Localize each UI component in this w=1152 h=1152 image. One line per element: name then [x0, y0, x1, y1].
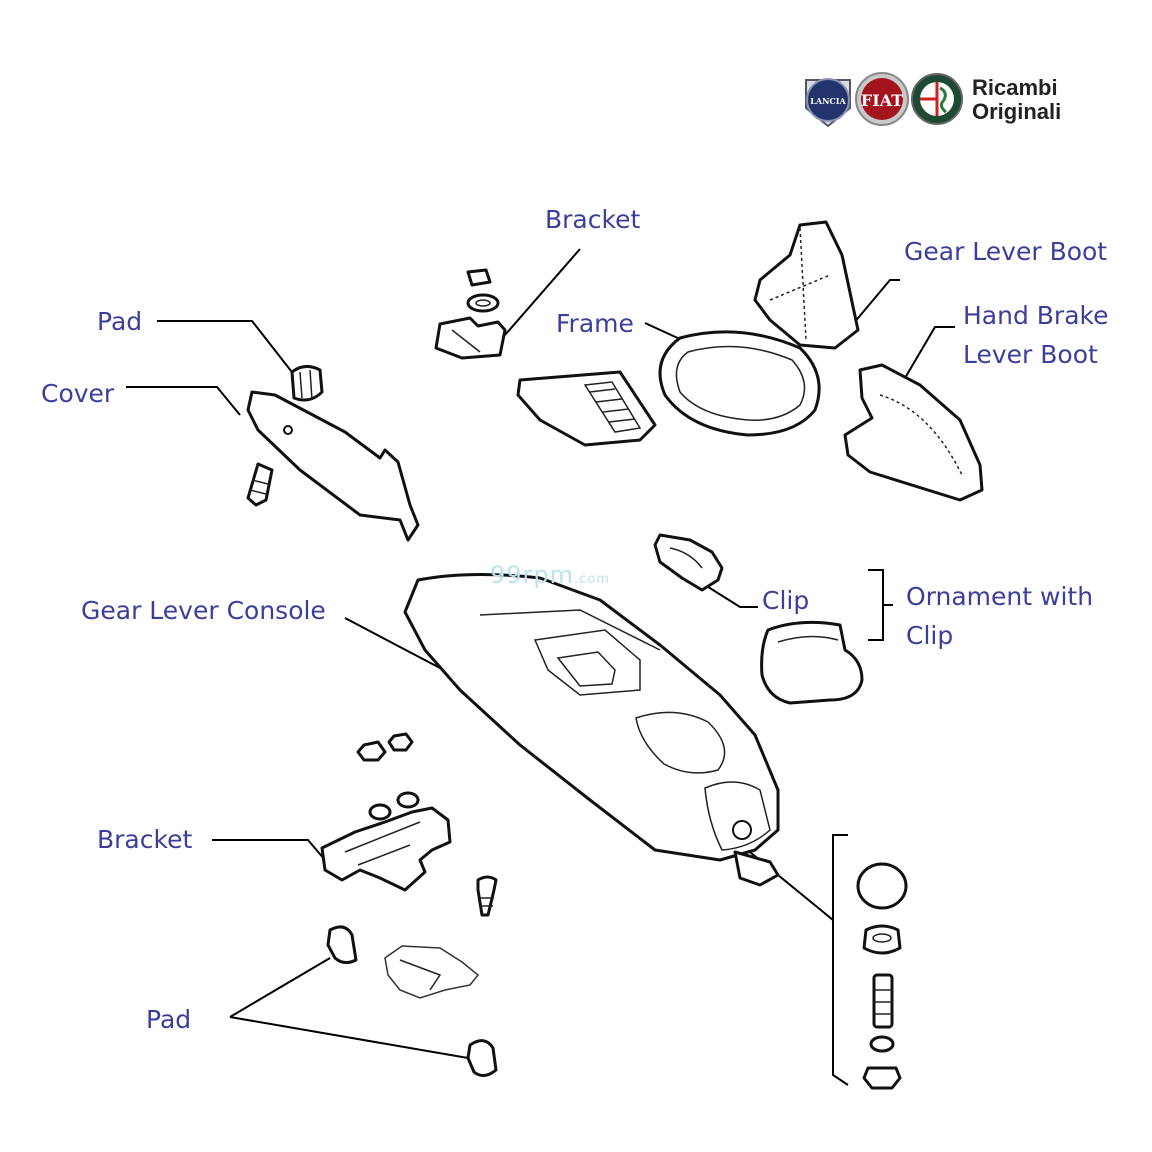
gear-lever-console-part	[403, 572, 780, 887]
leader-lines	[126, 248, 955, 1086]
label-hand-brake-line-1: Hand Brake	[963, 301, 1109, 330]
brand-title: Ricambi Originali	[972, 76, 1061, 124]
label-pad-top: Pad	[97, 307, 143, 336]
bracket-bottom-part	[320, 806, 452, 892]
pad-bottom-part-2	[466, 1039, 498, 1077]
ornament-part	[760, 620, 864, 705]
small-bracket-part	[384, 945, 480, 999]
leader-ornament	[868, 569, 884, 641]
insert-panel-part	[516, 370, 657, 447]
label-gear-lever-boot: Gear Lever Boot	[904, 237, 1108, 266]
lancia-logo: LANCIA	[805, 78, 851, 128]
clip-part	[653, 533, 724, 592]
pad-top-part	[290, 365, 324, 402]
label-pad-bottom: Pad	[146, 1005, 192, 1034]
leader-bolt-bracket	[832, 834, 849, 1086]
leader-clip	[704, 584, 758, 608]
svg-text:FIAT: FIAT	[861, 91, 903, 110]
watermark-main: 99rpm	[490, 561, 575, 589]
nuts-part	[356, 732, 420, 821]
alfa-romeo-logo	[911, 73, 963, 125]
label-hand-brake-line-2: Lever Boot	[963, 340, 1098, 369]
brand-line-2: Originali	[972, 99, 1062, 124]
gear-lever-boot-part	[753, 220, 860, 350]
leader-bracket-top	[504, 248, 581, 336]
label-bracket-top: Bracket	[545, 205, 641, 234]
label-gear-lever-console: Gear Lever Console	[81, 596, 326, 625]
label-ornament-line-2: Clip	[906, 621, 954, 650]
leader-pad-top	[157, 320, 296, 377]
leader-pad-bottom-2	[229, 1016, 469, 1059]
bracket-top-part	[434, 268, 507, 360]
brand-line-1: Ricambi	[972, 75, 1058, 100]
leader-gear-lever-boot	[847, 279, 900, 331]
bolt-assembly-part	[856, 862, 908, 1090]
frame-part	[658, 330, 821, 437]
label-ornament-line-1: Ornament with	[906, 582, 1094, 611]
leader-frame	[644, 322, 683, 341]
leader-cover	[126, 386, 241, 416]
label-bracket-bottom: Bracket	[97, 825, 193, 854]
label-frame: Frame	[556, 309, 634, 338]
hand-brake-boot-part	[843, 363, 984, 502]
pad-bottom-part-1	[326, 925, 358, 965]
label-clip: Clip	[762, 586, 810, 615]
screw-cover-part	[246, 462, 274, 507]
screw-bottom-part	[476, 875, 498, 917]
leader-console	[344, 617, 441, 669]
leader-pad-bottom-1	[229, 957, 331, 1018]
label-cover: Cover	[41, 379, 115, 408]
leader-bracket-bottom	[212, 839, 326, 861]
fiat-logo: FIAT	[855, 72, 909, 126]
watermark: 99rpm.com	[490, 561, 610, 589]
svg-text:LANCIA: LANCIA	[810, 96, 846, 106]
watermark-suffix: .com	[574, 572, 610, 587]
leader-hand-brake	[904, 326, 955, 379]
cover-part	[246, 390, 420, 542]
